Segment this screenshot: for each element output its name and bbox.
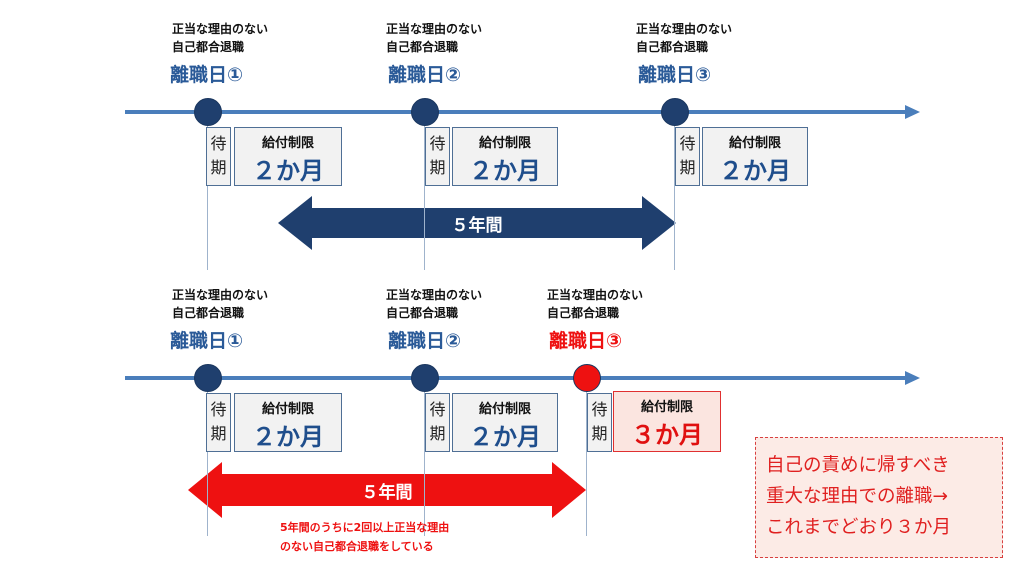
separation-date-label: 離職日② (388, 64, 462, 86)
restriction-value: ３か月 (631, 421, 703, 449)
event-guide-line (207, 378, 208, 536)
reason-line: 正当な理由のない (636, 22, 733, 36)
benefit-restriction-box: 給付制限 ２か月 (702, 127, 808, 186)
benefit-restriction-box: 給付制限 ２か月 (234, 127, 342, 186)
event-marker (411, 98, 439, 126)
benefit-restriction-box: 給付制限 ２か月 (452, 127, 558, 186)
reason-line: 正当な理由のない (386, 288, 483, 302)
restriction-title: 給付制限 (478, 402, 531, 417)
waiting-period-box: 待期 (675, 127, 700, 186)
reason-line: 自己都合退職 (386, 306, 459, 320)
reason-caption: 正当な理由のない自己都合退職 (386, 20, 482, 56)
reason-caption: 正当な理由のない自己都合退職 (386, 286, 482, 322)
span-note-line: 5年間のうちに2回以上正当な理由 (280, 521, 450, 534)
reason-line: 正当な理由のない (386, 22, 483, 36)
waiting-period-box: 待期 (587, 393, 612, 452)
timeline-arrowhead-top (905, 105, 920, 119)
separation-date-label: 離職日① (170, 64, 244, 86)
span-note-line: のない自己都合退職をしている (280, 540, 434, 553)
separation-date-label: 離職日① (170, 330, 244, 352)
reason-line: 正当な理由のない (172, 22, 269, 36)
separation-date-label: 離職日② (388, 330, 462, 352)
waiting-period-box: 待期 (425, 393, 450, 452)
waiting-period-box: 待期 (206, 127, 231, 186)
callout-note: 自己の責めに帰すべき 重大な理由での離職→ これまでどおり３か月 (755, 437, 1003, 558)
reason-line: 自己都合退職 (386, 40, 459, 54)
reason-caption: 正当な理由のない自己都合退職 (547, 286, 643, 322)
callout-line: 自己の責めに帰すべき (766, 455, 950, 476)
restriction-title: 給付制限 (261, 402, 314, 417)
waiting-period-text: 待期 (210, 400, 227, 443)
restriction-title: 給付制限 (640, 400, 693, 415)
event-guide-line (424, 378, 425, 536)
reason-caption: 正当な理由のない自己都合退職 (636, 20, 732, 56)
restriction-value: ２か月 (469, 423, 541, 451)
separation-date-label: 離職日③ (638, 64, 712, 86)
waiting-period-text: 待期 (210, 134, 227, 177)
restriction-value: ２か月 (252, 157, 324, 185)
restriction-value: ２か月 (252, 423, 324, 451)
reason-line: 自己都合退職 (547, 306, 620, 320)
reason-caption: 正当な理由のない自己都合退職 (172, 286, 268, 322)
restriction-title: 給付制限 (478, 136, 531, 151)
event-marker (194, 98, 222, 126)
event-guide-line (586, 378, 587, 536)
reason-caption: 正当な理由のない自己都合退職 (172, 20, 268, 56)
event-marker (661, 98, 689, 126)
callout-line: これまでどおり３か月 (766, 517, 952, 538)
five-year-span-arrow-top (278, 196, 676, 250)
reason-line: 自己都合退職 (172, 306, 245, 320)
span-label: ５年間 (451, 216, 503, 236)
reason-line: 正当な理由のない (547, 288, 644, 302)
event-guide-line (674, 112, 675, 270)
callout-line: 重大な理由での離職→ (766, 486, 949, 507)
reason-line: 自己都合退職 (636, 40, 709, 54)
benefit-restriction-box: 給付制限 ２か月 (452, 393, 558, 452)
restriction-value: ２か月 (469, 157, 541, 185)
benefit-restriction-box-highlighted: 給付制限 ３か月 (613, 391, 721, 452)
five-year-span-arrow-bottom (188, 462, 586, 518)
benefit-restriction-box: 給付制限 ２か月 (234, 393, 342, 452)
span-note: 5年間のうちに2回以上正当な理由 のない自己都合退職をしている (280, 518, 449, 556)
reason-line: 正当な理由のない (172, 288, 269, 302)
waiting-period-box: 待期 (425, 127, 450, 186)
waiting-period-text: 待期 (429, 134, 446, 177)
waiting-period-text: 待期 (429, 400, 446, 443)
separation-date-label: 離職日③ (549, 330, 623, 352)
reason-line: 自己都合退職 (172, 40, 245, 54)
restriction-title: 給付制限 (728, 136, 781, 151)
waiting-period-text: 待期 (679, 134, 696, 177)
event-marker-highlighted (573, 364, 601, 392)
event-marker (411, 364, 439, 392)
span-label: ５年間 (361, 483, 413, 503)
waiting-period-box: 待期 (206, 393, 231, 452)
restriction-value: ２か月 (719, 157, 791, 185)
event-guide-line (424, 112, 425, 270)
event-guide-line (207, 112, 208, 270)
event-marker (194, 364, 222, 392)
restriction-title: 給付制限 (261, 136, 314, 151)
waiting-period-text: 待期 (591, 400, 608, 443)
timeline-arrowhead-bottom (905, 371, 920, 385)
